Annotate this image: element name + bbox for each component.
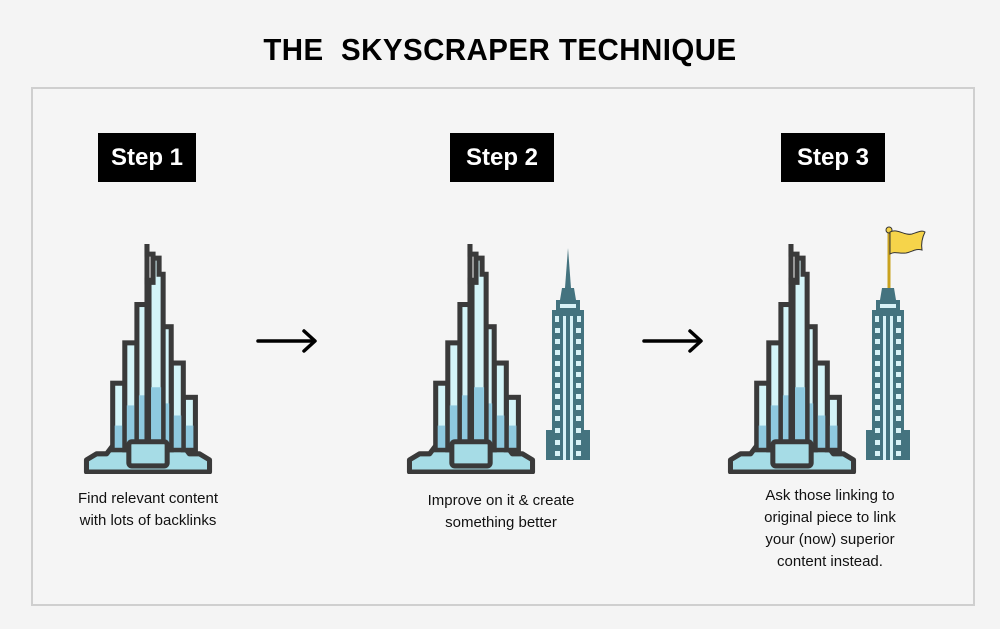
description-line: Improve on it & create [427, 492, 575, 509]
step-1-badge: Step 1 [98, 133, 196, 182]
tall-tower-icon [405, 244, 537, 474]
tall-tower-icon [82, 244, 214, 474]
tall-tower-icon [726, 244, 858, 474]
flag-icon [885, 226, 926, 288]
step-2-description: Improve on it & create something better [395, 490, 607, 534]
page-title: THE SKYSCRAPER TECHNIQUE [263, 32, 737, 67]
description-line: your (now) superior [765, 531, 895, 548]
description-line: something better [445, 514, 557, 531]
step-2-badge: Step 2 [450, 133, 554, 182]
description-line: Find relevant content [77, 490, 219, 507]
step-3-badge: Step 3 [781, 133, 885, 182]
description-line: with lots of backlinks [79, 512, 217, 529]
better-tower-icon [866, 288, 910, 460]
right-arrow-icon [256, 329, 317, 353]
step-1-description: Find relevant content with lots of backl… [48, 488, 248, 532]
description-line: content instead. [777, 553, 883, 570]
step-3-description: Ask those linking to original piece to l… [730, 485, 930, 573]
better-tower-icon [546, 248, 590, 460]
description-line: Ask those linking to [765, 487, 895, 504]
description-line: original piece to link [764, 509, 896, 526]
right-arrow-icon [642, 329, 703, 353]
